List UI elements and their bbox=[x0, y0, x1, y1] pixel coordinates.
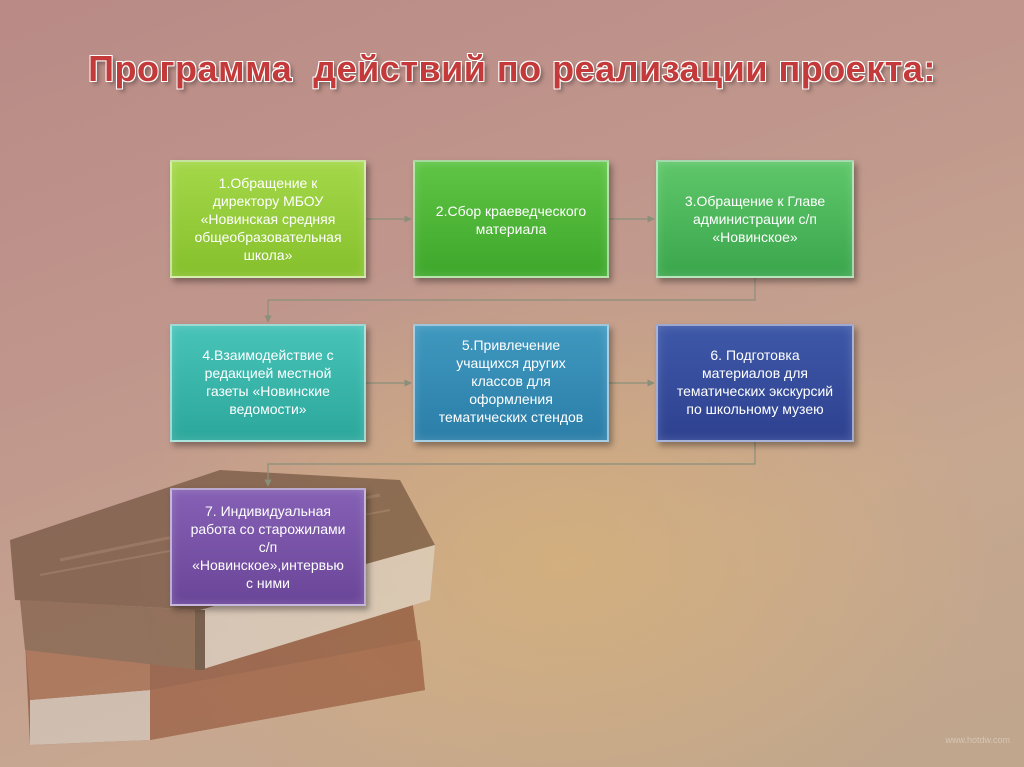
step-2-text: 2.Сбор краеведческого материала bbox=[435, 203, 587, 237]
step-6-box: 6. Подготовка материалов для тематически… bbox=[656, 324, 854, 442]
step-3-text: 3.Обращение к Главе администрации с/п «Н… bbox=[684, 193, 826, 245]
step-6-text: 6. Подготовка материалов для тематически… bbox=[676, 347, 834, 417]
step-7-box: 7. Индивидуальная работа со старожилами … bbox=[170, 488, 366, 606]
step-4-box: 4.Взаимодействие с редакцией местной газ… bbox=[170, 324, 366, 442]
step-1-text: 1.Обращение к директору МБОУ «Новинская … bbox=[194, 175, 342, 263]
watermark: www.hotdw.com bbox=[945, 735, 1010, 745]
step-5-box: 5.Привлечение учащихся других классов дл… bbox=[413, 324, 609, 442]
step-3-box: 3.Обращение к Главе администрации с/п «Н… bbox=[656, 160, 854, 278]
step-7-text: 7. Индивидуальная работа со старожилами … bbox=[190, 503, 346, 591]
step-1-box: 1.Обращение к директору МБОУ «Новинская … bbox=[170, 160, 366, 278]
step-2-box: 2.Сбор краеведческого материала bbox=[413, 160, 609, 278]
page-title: Программа действий по реализации проекта… bbox=[88, 48, 936, 89]
step-4-text: 4.Взаимодействие с редакцией местной газ… bbox=[202, 347, 334, 417]
step-5-text: 5.Привлечение учащихся других классов дл… bbox=[438, 337, 584, 425]
